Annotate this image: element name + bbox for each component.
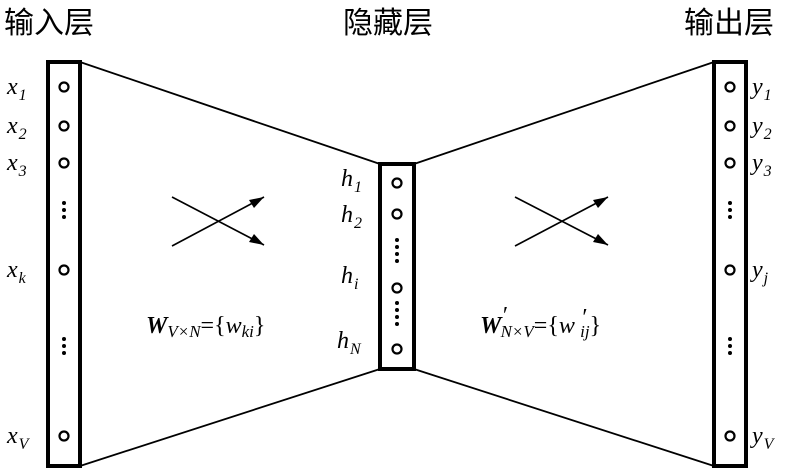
output-bottom-edge xyxy=(413,368,715,467)
input-bottom-edge xyxy=(79,368,381,467)
output-ellipsis-2 xyxy=(728,337,732,355)
right-cross-arrows xyxy=(514,196,609,247)
input-ellipsis-2 xyxy=(62,337,66,355)
input-label-x2: x2 xyxy=(6,113,27,143)
output-node-1 xyxy=(724,81,736,93)
output-layer xyxy=(712,60,748,468)
right-arrow-down-head xyxy=(593,234,608,245)
connection-lines xyxy=(79,61,715,467)
hidden-ellipsis-2 xyxy=(395,301,399,326)
hidden-label-hi: hi xyxy=(341,263,358,293)
input-node-1 xyxy=(58,81,70,93)
output-ellipsis-1 xyxy=(728,201,732,219)
output-node-j xyxy=(724,264,736,276)
weight-matrix-input-hidden: WV×N={wki} xyxy=(146,313,265,341)
hidden-layer xyxy=(378,162,416,371)
weight-matrix-hidden-output: W′N×V={w ′ij} xyxy=(480,303,601,341)
input-label-xv: xV xyxy=(6,423,31,453)
output-node-2 xyxy=(724,120,736,132)
hidden-node-2 xyxy=(391,208,403,220)
input-layer-title: 输入层 xyxy=(4,6,94,41)
input-node-3 xyxy=(58,157,70,169)
output-layer-title: 输出层 xyxy=(684,6,774,41)
input-label-x1: x1 xyxy=(6,74,27,104)
left-cross-arrows xyxy=(171,196,265,247)
input-ellipsis-1 xyxy=(62,201,66,219)
hidden-ellipsis-1 xyxy=(395,238,399,263)
hidden-layer-box xyxy=(378,162,416,371)
right-arrow-up-head xyxy=(593,197,608,208)
left-arrow-up-head xyxy=(249,197,264,208)
output-label-y3: y3 xyxy=(750,150,772,180)
input-top-edge xyxy=(79,61,381,165)
input-label-xk: xk xyxy=(6,257,27,287)
input-node-k xyxy=(58,264,70,276)
input-label-x3: x3 xyxy=(6,150,27,180)
hidden-node-i xyxy=(391,282,403,294)
right-arrow-down xyxy=(514,196,609,246)
left-arrow-down-head xyxy=(249,234,264,245)
hidden-label-h1: h1 xyxy=(341,166,362,196)
output-node-v xyxy=(724,430,736,442)
hidden-label-hn: hN xyxy=(337,328,362,358)
left-arrow-down xyxy=(171,196,265,246)
output-label-y1: y1 xyxy=(750,74,772,104)
output-top-edge xyxy=(413,61,715,165)
output-label-yj: yj xyxy=(750,257,769,287)
hidden-layer-title: 隐藏层 xyxy=(343,6,433,41)
output-label-yv: yV xyxy=(750,423,776,453)
input-layer xyxy=(46,60,82,468)
output-node-3 xyxy=(724,157,736,169)
hidden-node-n xyxy=(391,343,403,355)
output-label-y2: y2 xyxy=(750,113,772,143)
hidden-label-h2: h2 xyxy=(341,202,362,232)
input-node-v xyxy=(58,430,70,442)
hidden-node-1 xyxy=(391,177,403,189)
input-node-2 xyxy=(58,120,70,132)
